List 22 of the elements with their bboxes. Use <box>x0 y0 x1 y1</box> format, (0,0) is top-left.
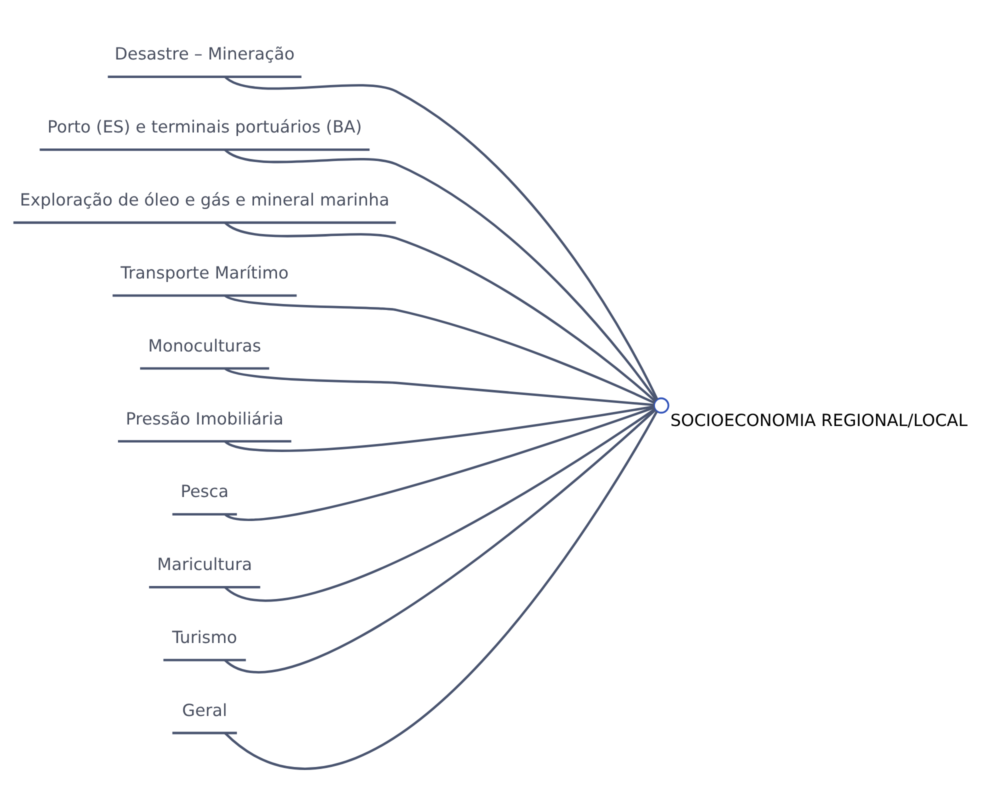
node-label: SOCIOECONOMIA REGIONAL/LOCAL <box>670 410 968 430</box>
connector <box>224 76 658 400</box>
node-text: Pressão Imobiliária <box>126 408 284 428</box>
connector <box>224 409 656 673</box>
node-text: Porto (ES) e terminais portuários (BA) <box>47 116 362 137</box>
node-text: Transporte Marítimo <box>120 262 289 282</box>
node-text: Pesca <box>180 481 229 502</box>
node-text: Geral <box>182 700 228 720</box>
node-text: Turismo <box>172 627 238 647</box>
node-text: Maricultura <box>157 554 252 574</box>
node-text: Exploração de óleo e gás e mineral marinha <box>20 190 390 210</box>
connector <box>224 294 655 404</box>
node-circle <box>653 397 670 414</box>
connector <box>224 367 654 406</box>
connector <box>224 408 656 602</box>
connector <box>224 222 656 402</box>
connector <box>224 410 658 770</box>
connector <box>224 406 654 521</box>
connector <box>224 405 654 452</box>
node-text: Desastre – Mineração <box>114 44 295 64</box>
node-text: Monoculturas <box>148 335 262 356</box>
connector <box>224 148 658 401</box>
